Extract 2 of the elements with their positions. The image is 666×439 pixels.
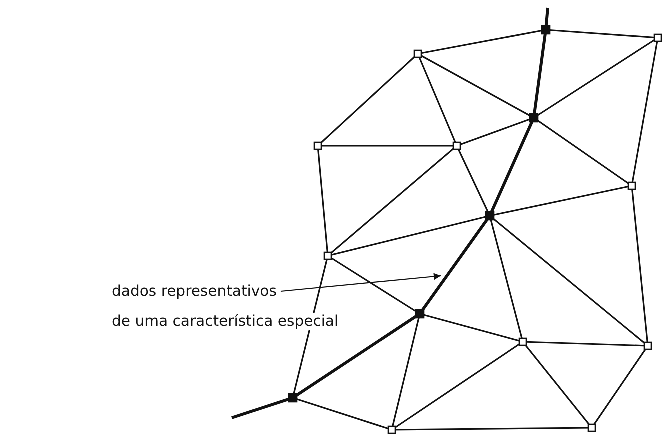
annotation-text: dados representativos de uma característica especial xyxy=(112,282,339,332)
leader-line xyxy=(280,273,442,292)
